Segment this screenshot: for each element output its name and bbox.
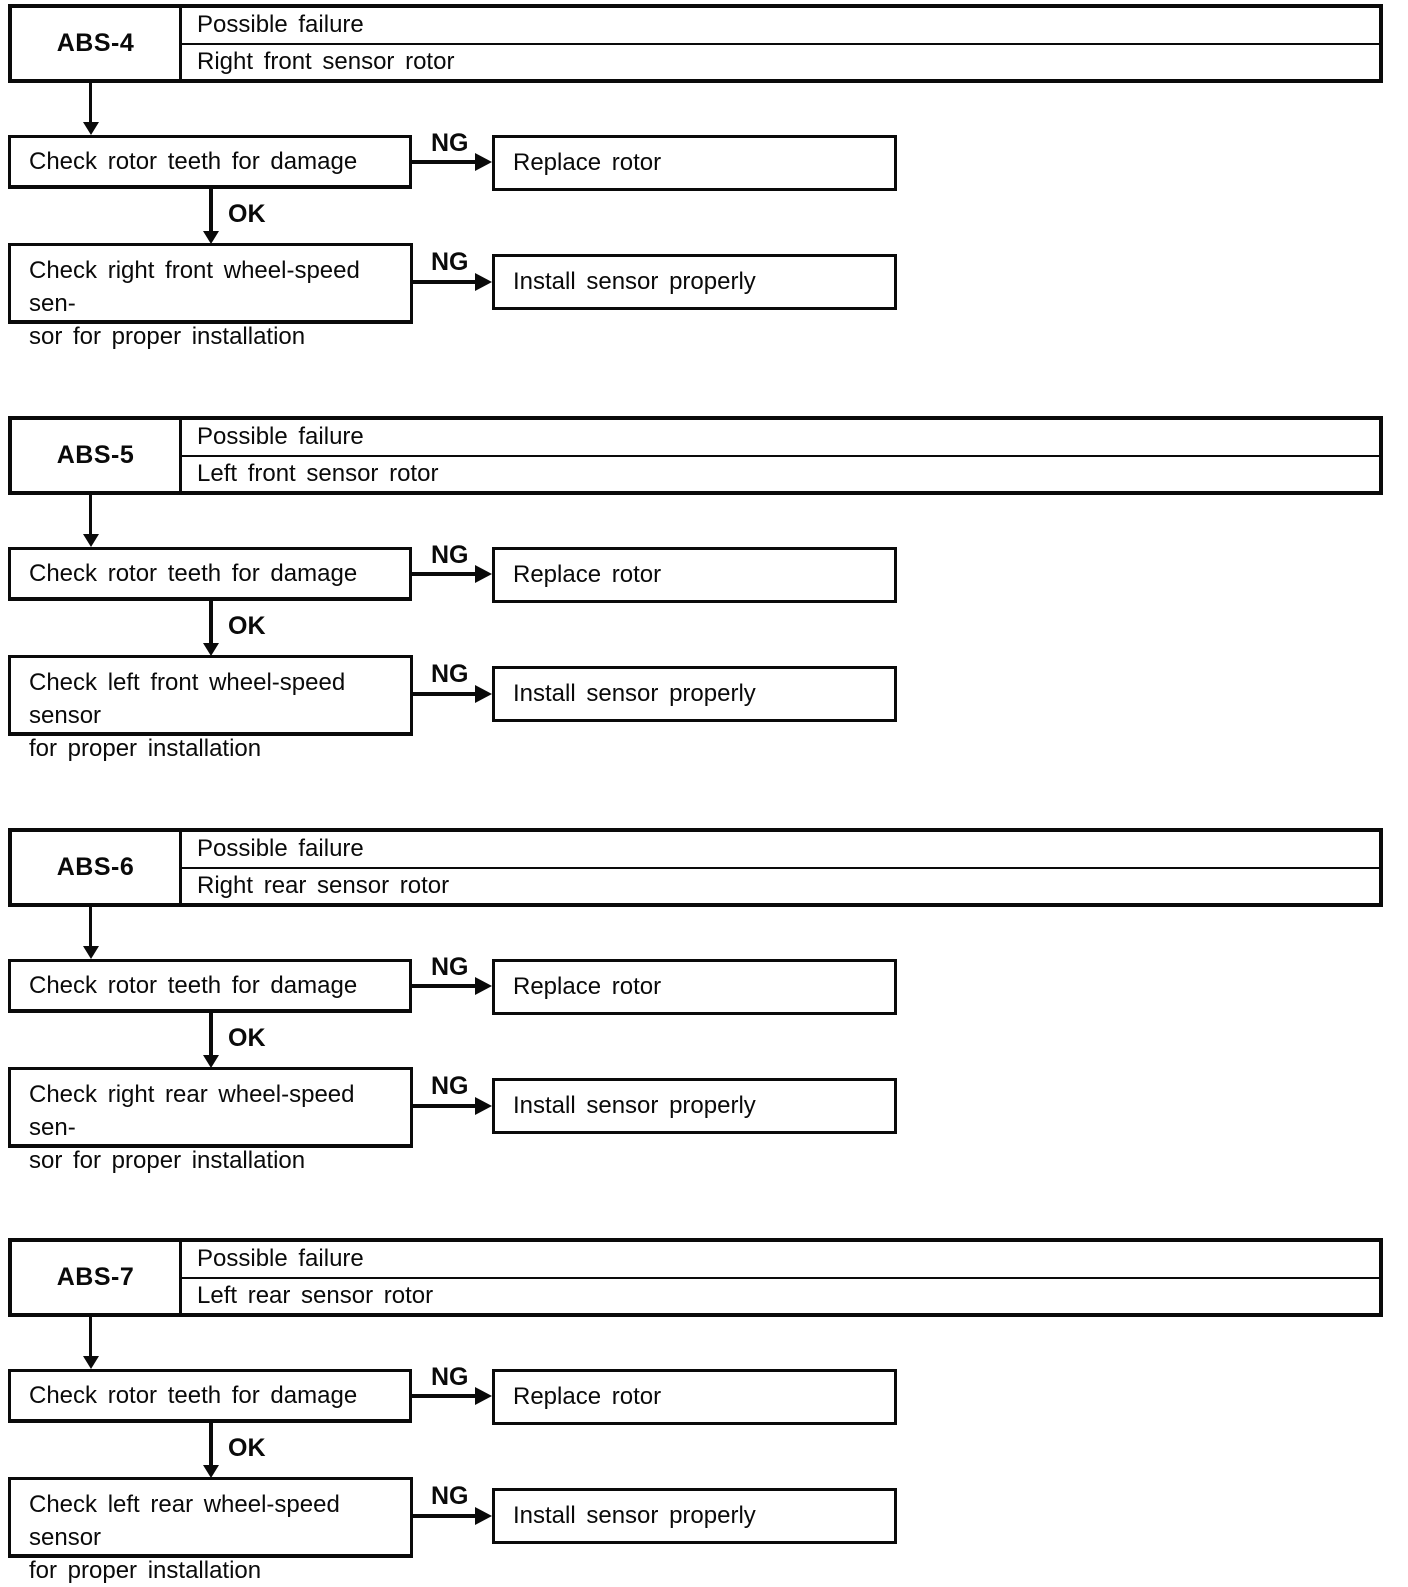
install-sensor-box: Install sensor properly [492,666,897,722]
ng-arrow-line [412,1514,476,1518]
entry-arrow-line [89,495,92,536]
check-sensor-installation-box: Check left front wheel-speed sensor for … [8,655,413,762]
ng-label: NG [431,541,469,569]
ok-label: OK [228,1024,266,1052]
entry-arrow-line [89,83,92,124]
ng-arrow-head-icon [475,685,492,703]
possible-failure-label: Possible failure [182,832,1379,869]
ng-arrow-head-icon [475,1097,492,1115]
section-abs-5: ABS-5 Possible failure Left front sensor… [0,416,1408,762]
fault-code: ABS-4 [12,8,182,79]
ok-arrow-line [209,189,213,232]
ng-arrow-line [412,1394,476,1398]
section-abs-7: ABS-7 Possible failure Left rear sensor … [0,1238,1408,1584]
fault-code: ABS-5 [12,420,182,491]
ng-arrow-head-icon [475,977,492,995]
ng-label: NG [431,1363,469,1391]
ng-arrow-head-icon [475,153,492,171]
fault-header-table: ABS-6 Possible failure Right rear sensor… [8,828,1383,907]
check-rotor-teeth-box: Check rotor teeth for damage [8,959,412,1013]
ok-label: OK [228,200,266,228]
ng-label: NG [431,1482,469,1510]
possible-failure-label: Possible failure [182,420,1379,457]
possible-failure-label: Possible failure [182,1242,1379,1279]
install-sensor-box: Install sensor properly [492,254,897,310]
install-sensor-box: Install sensor properly [492,1488,897,1544]
fault-code: ABS-6 [12,832,182,903]
ok-arrow-head-icon [203,231,219,244]
check-sensor-installation-box: Check right front wheel-speed sen- sor f… [8,243,413,350]
check-sensor-installation-box: Check right rear wheel-speed sen- sor fo… [8,1067,413,1174]
fault-header-rows: Possible failure Left rear sensor rotor [182,1242,1379,1313]
failure-item-label: Left front sensor rotor [197,459,439,487]
check-rotor-teeth-box: Check rotor teeth for damage [8,1369,412,1423]
replace-rotor-box: Replace rotor [492,1369,897,1425]
entry-arrow-head-icon [83,946,99,959]
entry-arrow-head-icon [83,1356,99,1369]
check-rotor-teeth-box: Check rotor teeth for damage [8,547,412,601]
entry-arrow-head-icon [83,122,99,135]
ok-arrow-head-icon [203,643,219,656]
ng-label: NG [431,129,469,157]
section-abs-4: ABS-4 Possible failure Right front senso… [0,4,1408,350]
ok-label: OK [228,612,266,640]
failure-item-label: Left rear sensor rotor [197,1281,434,1309]
check-sensor-installation-box: Check left rear wheel-speed sensor for p… [8,1477,413,1584]
entry-arrow-line [89,1317,92,1358]
ok-arrow-line [209,601,213,644]
ng-arrow-head-icon [475,273,492,291]
ng-label: NG [431,953,469,981]
ok-label: OK [228,1434,266,1462]
fault-header-table: ABS-4 Possible failure Right front senso… [8,4,1383,83]
ng-arrow-line [412,572,476,576]
ok-arrow-head-icon [203,1055,219,1068]
fault-header-rows: Possible failure Left front sensor rotor [182,420,1379,491]
ng-arrow-line [412,692,476,696]
fault-header-table: ABS-7 Possible failure Left rear sensor … [8,1238,1383,1317]
fault-code: ABS-7 [12,1242,182,1313]
ng-arrow-line [412,1104,476,1108]
ng-label: NG [431,248,469,276]
ng-label: NG [431,1072,469,1100]
fault-header-rows: Possible failure Right rear sensor rotor [182,832,1379,903]
section-abs-6: ABS-6 Possible failure Right rear sensor… [0,828,1408,1174]
ng-arrow-line [412,280,476,284]
install-sensor-box: Install sensor properly [492,1078,897,1134]
replace-rotor-box: Replace rotor [492,135,897,191]
ng-arrow-line [412,984,476,988]
entry-arrow-line [89,907,92,948]
possible-failure-label: Possible failure [182,8,1379,45]
replace-rotor-box: Replace rotor [492,547,897,603]
ok-arrow-head-icon [203,1465,219,1478]
replace-rotor-box: Replace rotor [492,959,897,1015]
ng-arrow-line [412,160,476,164]
failure-item-label: Right rear sensor rotor [197,871,450,899]
ok-arrow-line [209,1423,213,1466]
ng-arrow-head-icon [475,565,492,583]
ng-arrow-head-icon [475,1507,492,1525]
fault-header-table: ABS-5 Possible failure Left front sensor… [8,416,1383,495]
ng-arrow-head-icon [475,1387,492,1405]
failure-item-label: Right front sensor rotor [197,47,455,75]
fault-header-rows: Possible failure Right front sensor roto… [182,8,1379,79]
check-rotor-teeth-box: Check rotor teeth for damage [8,135,412,189]
ng-label: NG [431,660,469,688]
entry-arrow-head-icon [83,534,99,547]
ok-arrow-line [209,1013,213,1056]
